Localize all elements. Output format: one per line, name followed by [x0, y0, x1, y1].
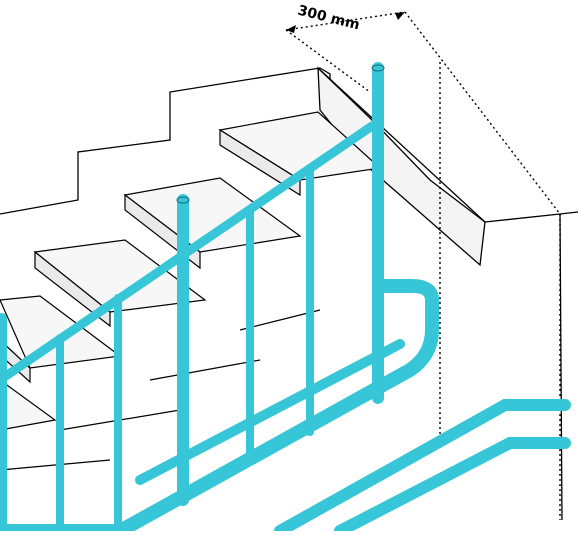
- landing-floor-line: [484, 211, 578, 223]
- wall-rail-upper: [274, 399, 571, 535]
- wall-rail-lower: [334, 437, 571, 535]
- step-4-riser: [0, 339, 31, 384]
- stair-silhouette: [0, 67, 331, 215]
- dim-arrow-right: [395, 12, 405, 20]
- dim-arrow-left: [286, 25, 296, 33]
- wall-handrails: [274, 399, 571, 535]
- step-edge-b: [149, 359, 261, 381]
- step-5-tread: [0, 379, 57, 431]
- handrail: [0, 62, 439, 535]
- dim-line-300mm: [285, 11, 406, 31]
- step-3-riser: [34, 250, 111, 328]
- landing-edge: [317, 67, 486, 223]
- step-1-riser: [219, 128, 301, 197]
- lower-handrail: [0, 279, 439, 535]
- stair-outline-upper: [0, 67, 331, 215]
- dimension-lines: [285, 11, 561, 520]
- step-edge-d: [0, 459, 111, 471]
- baluster-3-cap: [176, 196, 190, 204]
- newel-post-cap: [371, 64, 385, 72]
